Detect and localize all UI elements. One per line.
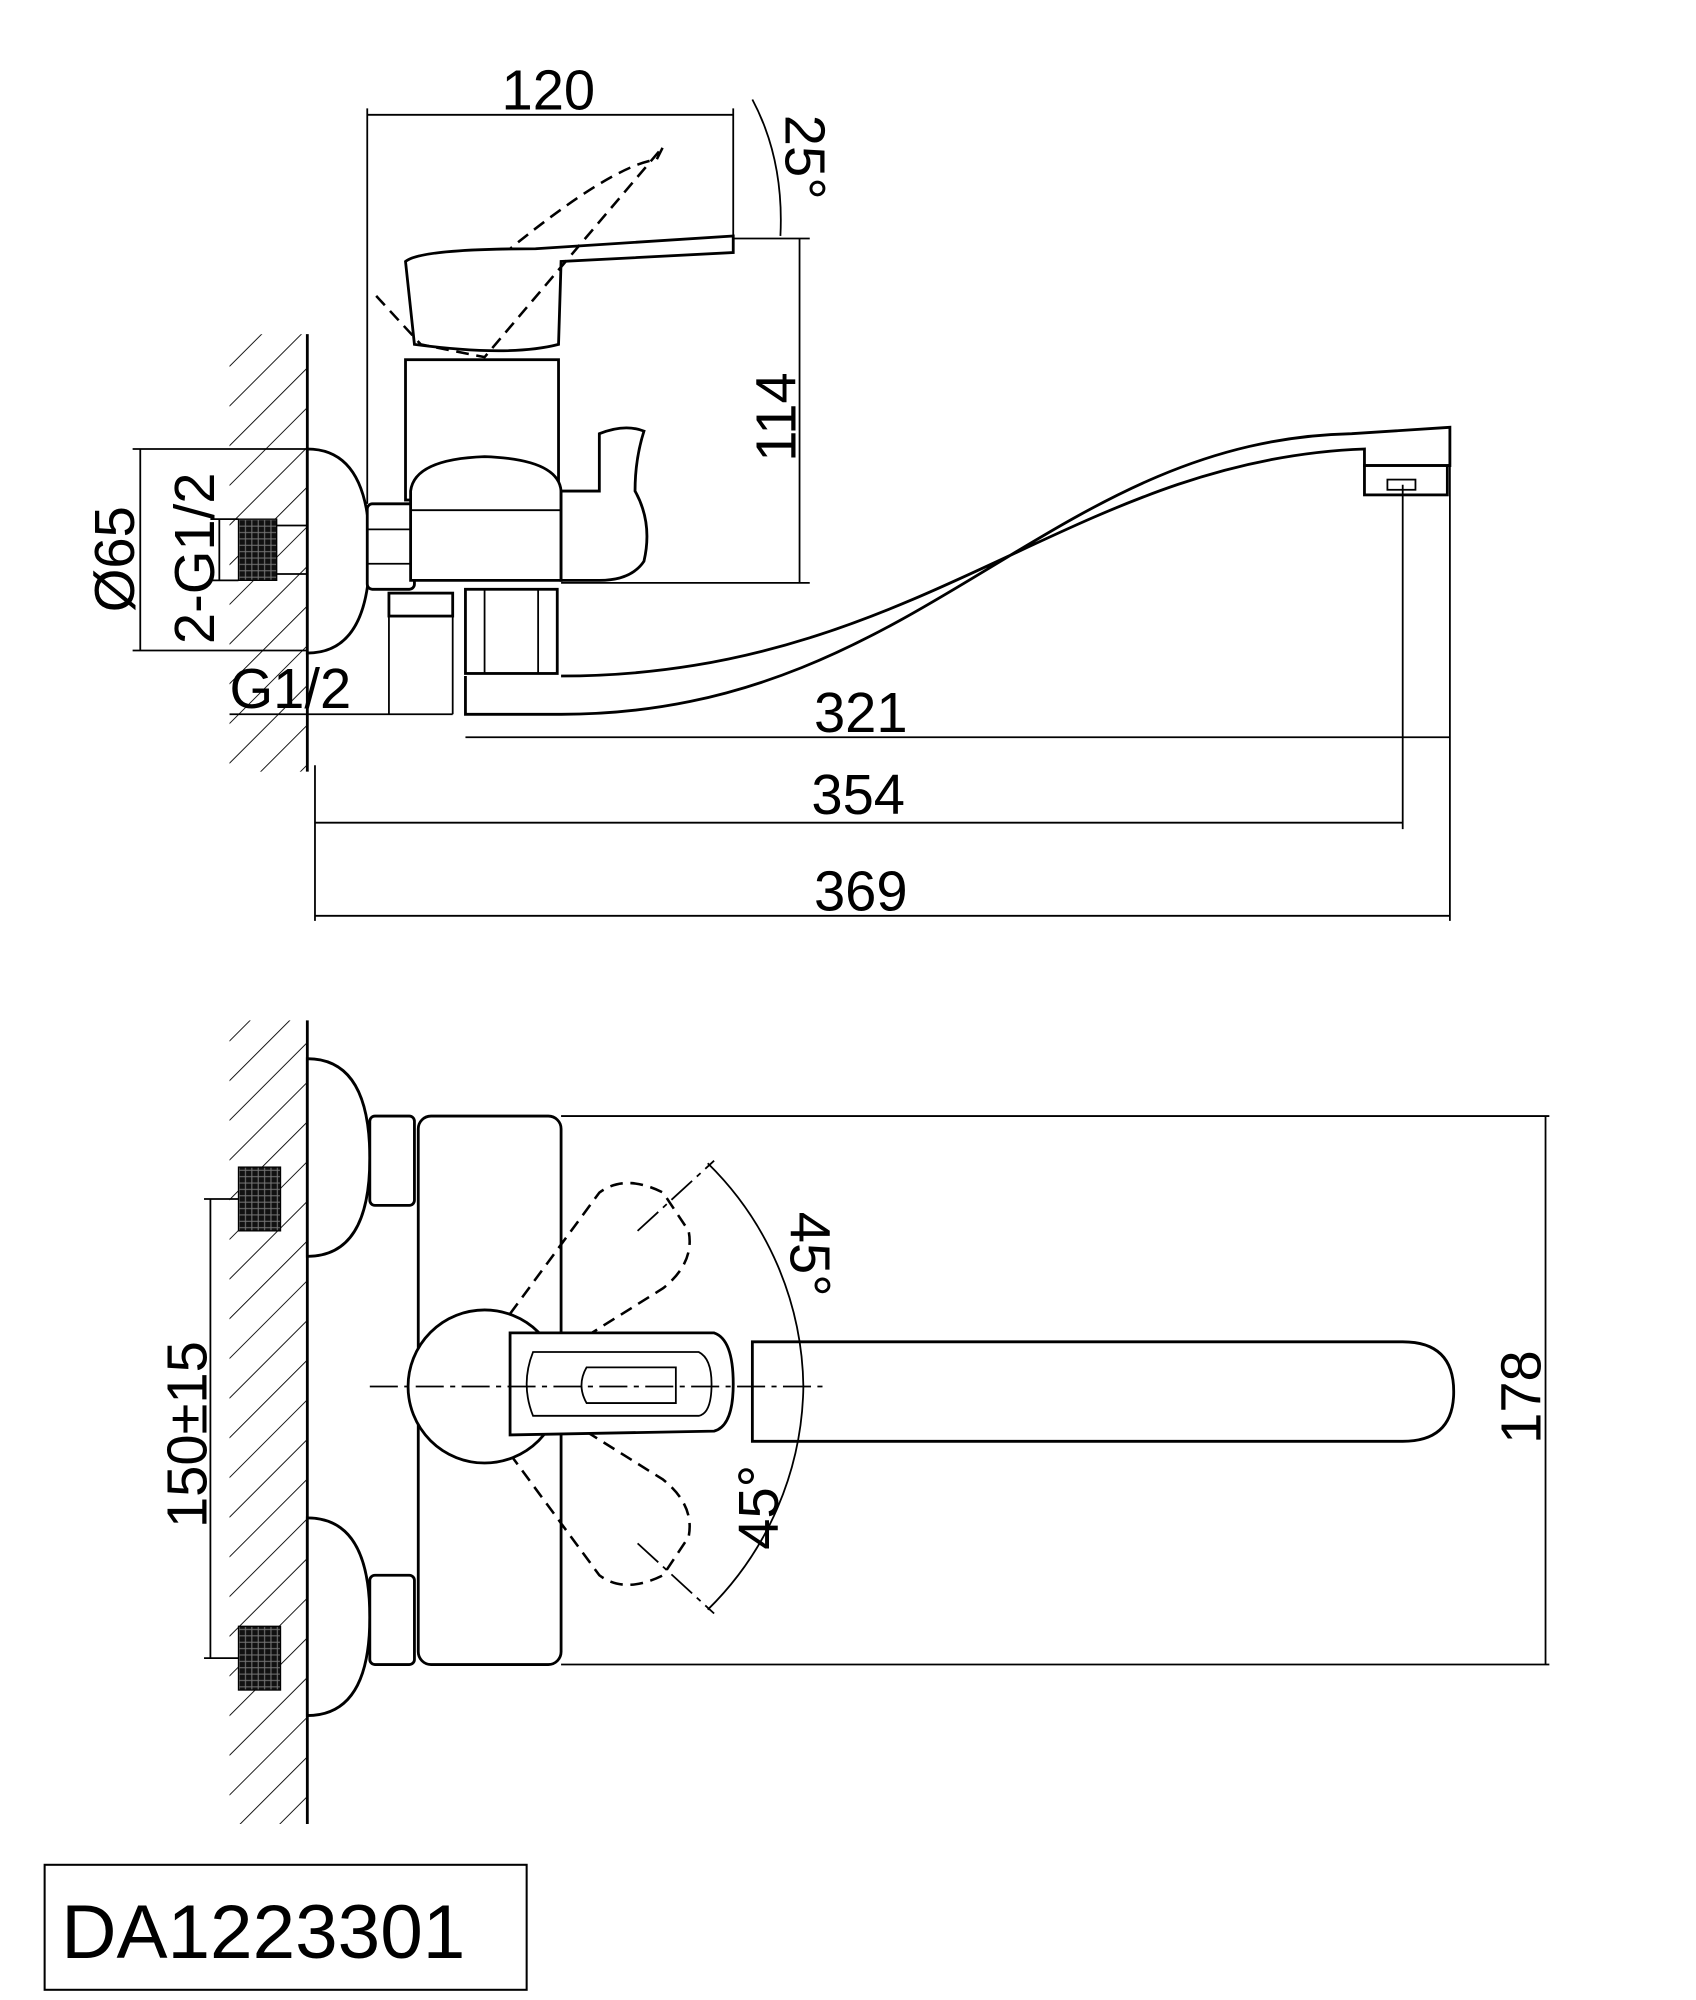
nut-lower <box>368 1573 416 1666</box>
inlet-thread-upper <box>237 1166 282 1232</box>
dim-total-length: 369 <box>814 860 908 923</box>
spout-nut <box>464 587 559 675</box>
diverter-knob <box>559 426 649 582</box>
dim-inlet-spacing: 150±15 <box>156 1341 219 1528</box>
lever-handle <box>404 234 735 353</box>
escutcheon <box>305 447 372 655</box>
nut-upper <box>368 1114 416 1207</box>
model-code: DA1223301 <box>61 1890 465 1975</box>
spout <box>464 425 1452 716</box>
inlet-thread-lower <box>237 1625 282 1691</box>
lever-raised-outline <box>375 145 665 359</box>
dim-lever-length: 120 <box>502 59 596 122</box>
dim-lever-angle: 25° <box>774 115 837 200</box>
top-view: 45° 45° 178 150±15 <box>156 1020 1552 1824</box>
dim-height: 114 <box>745 372 808 461</box>
wall-hatch <box>229 1020 308 1824</box>
lever-left-position <box>509 1181 691 1354</box>
side-view: 120 25° 114 Ø65 2-G1/2 G1/2 321 354 369 <box>83 59 1452 923</box>
dim-outlet-thread: G1/2 <box>230 657 352 720</box>
rotation-arc <box>707 1162 805 1611</box>
mixer-body <box>409 455 563 582</box>
spout-top <box>750 1340 1456 1443</box>
dim-inlet-thread: 2-G1/2 <box>163 473 226 645</box>
dim-arc-25 <box>751 99 782 237</box>
connector-nut <box>365 502 416 591</box>
dim-outlet-distance: 354 <box>811 763 905 826</box>
lever-handle <box>508 1331 735 1437</box>
title-block <box>43 1863 528 1991</box>
lever-right-position <box>509 1414 691 1586</box>
escutcheon-upper <box>305 1057 372 1258</box>
dim-rotation-down: 45° <box>727 1465 790 1550</box>
outlet-pipe <box>387 591 455 618</box>
dim-rotation-up: 45° <box>779 1212 842 1297</box>
dim-escutcheon-diameter: Ø65 <box>83 506 146 612</box>
escutcheon-lower <box>305 1516 372 1717</box>
dim-width: 178 <box>1489 1350 1552 1444</box>
dim-spout-reach: 321 <box>814 681 908 744</box>
inlet-thread <box>237 518 278 581</box>
